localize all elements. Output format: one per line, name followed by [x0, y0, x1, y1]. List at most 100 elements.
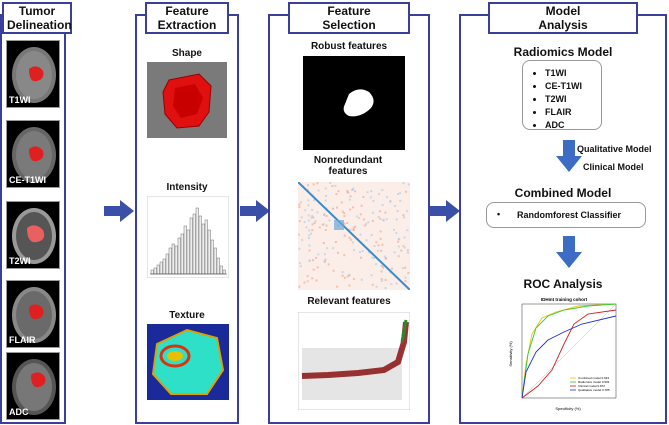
- heatmap-cell: [307, 189, 310, 192]
- heatmap-cell: [368, 251, 371, 254]
- heatmap-cell: [384, 279, 387, 281]
- heatmap-cell: [307, 237, 310, 240]
- heatmap-cell: [348, 236, 351, 239]
- heatmap-cell: [379, 237, 382, 240]
- heatmap-cell: [373, 245, 376, 248]
- heatmap-cell: [311, 277, 314, 280]
- texture-title: Texture: [169, 310, 205, 321]
- clinical-model-label: Clinical Model: [583, 162, 644, 172]
- robust-features-title: Robust features: [310, 41, 388, 52]
- heatmap-cell: [354, 225, 357, 228]
- heatmap-cell: [405, 190, 407, 193]
- heatmap-cell: [375, 241, 378, 244]
- heatmap-cell: [311, 214, 314, 217]
- heatmap-cell: [305, 226, 308, 229]
- heatmap-cell: [332, 247, 335, 250]
- heatmap-cell: [380, 278, 383, 281]
- heatmap-cell: [346, 275, 349, 278]
- heatmap-cell: [389, 199, 392, 202]
- heatmap-cell: [403, 236, 406, 239]
- heatmap-cell: [399, 199, 402, 202]
- heatmap-cell: [336, 285, 339, 288]
- heatmap-cell: [312, 183, 315, 186]
- heatmap-cell: [381, 189, 384, 192]
- heatmap-cell: [323, 214, 326, 216]
- heatmap-cell: [379, 230, 382, 233]
- heatmap-cell: [390, 283, 393, 286]
- heatmap-cell: [348, 273, 351, 276]
- heatmap-cell: [382, 219, 384, 222]
- sequence-item: T2WI: [545, 93, 601, 106]
- shape-title: Shape: [171, 48, 202, 59]
- heatmap-cell: [308, 229, 311, 232]
- histogram-bar: [165, 253, 169, 275]
- heatmap-cell: [382, 266, 384, 269]
- heatmap-cell: [327, 263, 330, 266]
- heatmap-cell: [375, 285, 378, 288]
- heatmap-cell: [298, 247, 301, 250]
- roc-analysis-title: ROC Analysis: [523, 277, 603, 291]
- heatmap-cell: [298, 203, 301, 206]
- heatmap-cell: [312, 259, 314, 262]
- histogram-bar: [177, 237, 181, 275]
- heatmap-cell: [364, 224, 367, 227]
- heatmap-cell: [380, 264, 383, 267]
- heatmap-cell: [362, 196, 365, 198]
- histogram-bar: [192, 213, 196, 275]
- heatmap-cell: [332, 207, 334, 210]
- heatmap-cell: [311, 208, 314, 211]
- heatmap-cell: [371, 283, 374, 286]
- heatmap-cell: [349, 238, 352, 241]
- sequence-item: ADC: [545, 119, 601, 132]
- histogram-bar: [189, 217, 193, 275]
- intensity-histogram: [147, 196, 229, 278]
- heatmap-cell: [326, 247, 329, 250]
- heatmap-cell: [381, 204, 384, 207]
- heatmap-cell: [370, 190, 373, 193]
- heatmap-cell: [343, 254, 346, 257]
- brain-flair-image: FLAIR: [6, 280, 60, 348]
- roc-y-label: Sensitivity (%): [508, 341, 513, 367]
- heatmap-cell: [352, 229, 355, 231]
- ce-t1wi-label: CE-T1WI: [9, 175, 46, 185]
- histogram-bar: [207, 229, 211, 275]
- heatmap-cell: [315, 256, 317, 259]
- heatmap-cell: [343, 215, 346, 218]
- heatmap-cell: [329, 182, 332, 184]
- heatmap-cell: [316, 266, 319, 269]
- heatmap-cell: [371, 219, 374, 222]
- roc-curve-line: [521, 303, 617, 399]
- heatmap-cell: [404, 276, 407, 279]
- combined-model-title: Combined Model: [514, 186, 612, 200]
- heatmap-cell: [331, 185, 334, 188]
- roc-curve-line: [521, 303, 617, 399]
- heatmap-cell: [317, 253, 320, 256]
- heatmap-cell: [346, 191, 349, 194]
- heatmap-cell: [379, 217, 382, 220]
- heatmap-cell: [301, 238, 304, 241]
- heatmap-cell: [323, 253, 326, 256]
- heatmap-cell: [384, 211, 387, 214]
- adc-label: ADC: [9, 407, 29, 417]
- brain-t1wi-image: T1WI: [6, 40, 60, 108]
- heatmap-cell: [398, 238, 401, 241]
- classifier-box: • Randomforest Classifier: [486, 202, 646, 228]
- qualitative-model-label: Qualitative Model: [577, 144, 652, 154]
- heatmap-cell: [396, 210, 399, 212]
- heatmap-cell: [391, 267, 393, 270]
- histogram-bar: [159, 261, 163, 275]
- roc-curve-line: [521, 309, 617, 399]
- down-arrow-icon: [556, 236, 582, 268]
- heatmap-cell: [337, 251, 339, 254]
- heatmap-cell: [381, 243, 384, 246]
- heatmap-cell: [324, 199, 327, 202]
- heatmap-cell: [316, 182, 319, 185]
- heatmap-cell: [386, 196, 388, 199]
- heatmap-cell: [311, 223, 314, 226]
- heatmap-cell: [313, 199, 315, 202]
- t2wi-label: T2WI: [9, 256, 31, 266]
- nonredundant-features-title: Nonredundant features: [313, 155, 383, 177]
- heatmap-cell: [360, 204, 363, 207]
- roc-legend-label: Combined model 0.933: [578, 376, 609, 380]
- heatmap-cell: [298, 206, 301, 209]
